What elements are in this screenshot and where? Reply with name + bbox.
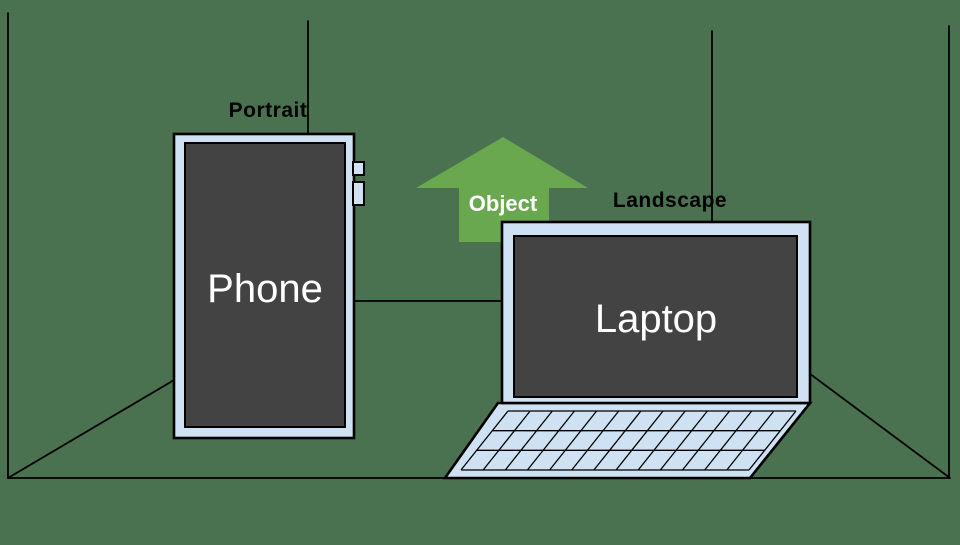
keyboard-key-grid bbox=[460, 410, 797, 471]
keyboard-grid-line bbox=[637, 410, 686, 471]
keyboard-grid-line bbox=[504, 410, 553, 471]
keyboard-grid-line bbox=[615, 410, 664, 471]
keyboard-grid-line bbox=[726, 410, 775, 471]
laptop-label: Laptop bbox=[595, 297, 717, 341]
keyboard-grid-line bbox=[460, 410, 509, 471]
phone-side-button-small bbox=[352, 161, 365, 176]
keyboard-grid-line bbox=[571, 410, 620, 471]
keyboard-grid-line bbox=[748, 410, 797, 471]
laptop-device: Laptop bbox=[442, 220, 813, 480]
keyboard-grid-line bbox=[482, 410, 531, 471]
object-arrow: Object bbox=[416, 137, 588, 242]
up-arrow-icon bbox=[416, 137, 588, 242]
phone-side-button-large bbox=[352, 181, 365, 206]
object-arrow-label: Object bbox=[469, 191, 538, 216]
keyboard-grid-line bbox=[549, 410, 598, 471]
laptop-keyboard-base bbox=[442, 401, 813, 480]
phone-label: Phone bbox=[207, 267, 323, 311]
phone-screen bbox=[184, 142, 346, 428]
keyboard-grid-line bbox=[682, 410, 731, 471]
keyboard-grid-line bbox=[526, 410, 575, 471]
phone-device: Phone bbox=[172, 132, 365, 440]
keyboard-grid-line bbox=[593, 410, 642, 471]
landscape-label: Landscape bbox=[613, 189, 727, 212]
portrait-label: Portrait bbox=[229, 99, 308, 122]
laptop-screen bbox=[513, 235, 798, 398]
keyboard-grid-line bbox=[704, 410, 753, 471]
keyboard-grid-line bbox=[659, 410, 708, 471]
